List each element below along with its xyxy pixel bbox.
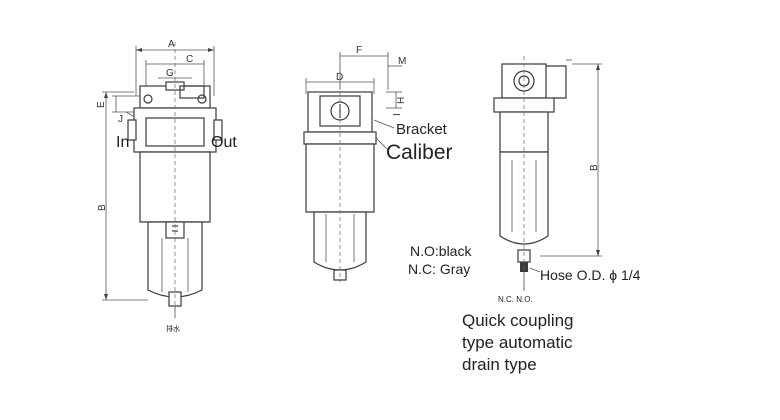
dim-c-label: C bbox=[186, 54, 193, 65]
nc-no-small-label: N.C. N.O. bbox=[498, 295, 533, 304]
dim-m-label: M bbox=[398, 56, 406, 67]
dim-b-label: B bbox=[97, 204, 108, 211]
dim-g-label: G bbox=[166, 68, 174, 79]
normally-open-label: N.O:black bbox=[410, 243, 472, 259]
dim-d-label: D bbox=[336, 72, 343, 83]
dim-a-label: A bbox=[168, 39, 175, 50]
caption-line-3: drain type bbox=[462, 355, 537, 374]
drain-note-cn: 排水 bbox=[166, 324, 180, 333]
caption-line-2: type automatic bbox=[462, 333, 573, 352]
dim-h-label: H bbox=[396, 97, 407, 104]
dim-f-label: F bbox=[356, 45, 362, 56]
bracket-label: Bracket bbox=[396, 121, 448, 138]
dim-j-label: J bbox=[118, 114, 123, 125]
dim-i-label: I bbox=[392, 113, 403, 116]
drain-dim-b-label: B bbox=[589, 164, 600, 171]
hose-od-label: Hose O.D. ϕ 1/4 bbox=[540, 267, 641, 283]
caliber-label: Caliber bbox=[386, 141, 453, 164]
normally-closed-label: N.C: Gray bbox=[408, 261, 470, 277]
side-view: F M D H I Bracket Caliber bbox=[303, 45, 453, 282]
port-in-label: In bbox=[116, 134, 129, 151]
caption-line-1: Quick coupling bbox=[462, 311, 574, 330]
port-out-label: Out bbox=[211, 134, 237, 151]
dim-e-label: E bbox=[96, 101, 107, 108]
drain-view: B N.O:black N.C: Gray Hose O.D. ϕ 1/4 N.… bbox=[408, 56, 641, 374]
front-view: A C G E J bbox=[96, 39, 237, 333]
